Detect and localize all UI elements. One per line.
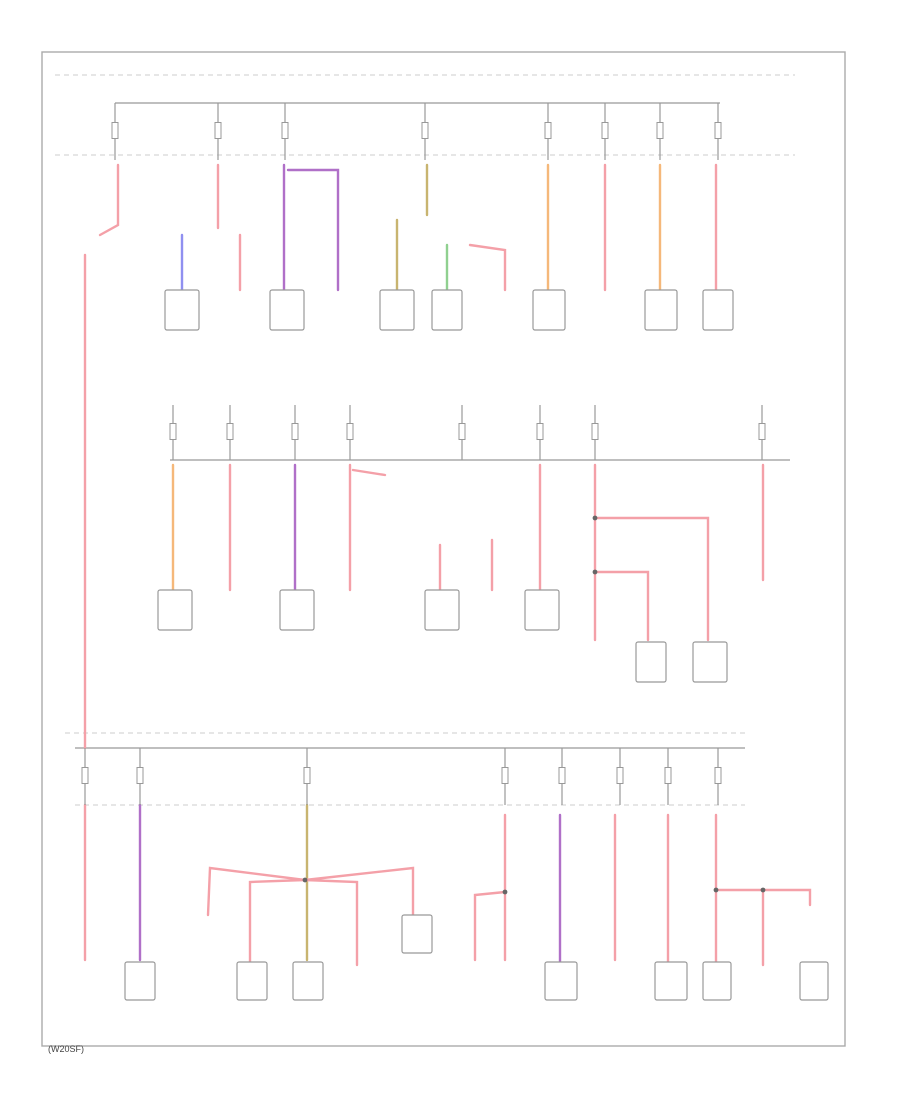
fuse-symbol [421,122,429,139]
bus-bars [55,74,795,806]
component-box [124,961,156,1001]
wiring-runs [83,163,812,967]
fuse-symbol [601,122,609,139]
wire-pink [468,243,507,292]
splice-dot [713,887,719,893]
component-box [379,289,415,331]
fuse-symbol [281,122,289,139]
component-box [702,289,734,331]
component-box [236,961,268,1001]
splice-points [302,515,766,895]
fuse-symbol [558,767,566,784]
fuse-symbol [136,767,144,784]
fuse-symbol [758,423,766,440]
splice-dot [592,515,598,521]
corner-label: (W20SF) [48,1044,84,1054]
component-box [544,961,578,1001]
splice-dot [760,887,766,893]
splice-dot [592,569,598,575]
fuse-symbol [226,423,234,440]
fuse-symbol [111,122,119,139]
fuse-symbol [544,122,552,139]
component-box [799,961,829,1001]
wire-pink [98,163,120,237]
splice-dot [502,889,508,895]
wire-pink [303,866,415,917]
wire-pink [206,866,307,917]
fuse-symbol [536,423,544,440]
fuse-symbol [714,122,722,139]
component-box [269,289,305,331]
fuse-symbol [169,423,177,440]
component-box [644,289,678,331]
component-box [279,589,315,631]
component-box [157,589,193,631]
component-boxes [124,289,829,1001]
wire-purple [286,168,340,292]
fuse-symbol [458,423,466,440]
fuse-blocks [81,103,766,805]
fuse-symbol [346,423,354,440]
component-box [692,641,728,683]
diagram-frame [41,51,846,1047]
fuse-symbol [714,767,722,784]
fuse-symbol [501,767,509,784]
component-box [164,289,200,331]
component-box [702,961,732,1001]
fuse-symbol [303,767,311,784]
fuse-symbol [291,423,299,440]
wire-pink [248,878,307,967]
fuse-symbol [591,423,599,440]
component-box [532,289,566,331]
component-box [431,289,463,331]
component-box [524,589,560,631]
component-box [635,641,667,683]
component-box [401,914,433,954]
fuse-symbol [656,122,664,139]
wire-pink [473,890,507,962]
wire-pink [351,468,387,477]
splice-dot [302,877,308,883]
fuse-symbol [616,767,624,784]
fuse-symbol [81,767,89,784]
wire-pink [593,570,650,642]
fuse-symbol [214,122,222,139]
component-box [292,961,324,1001]
component-box [654,961,688,1001]
wire-pink [303,878,359,967]
wire-pink [714,888,812,907]
fuse-symbol [664,767,672,784]
wire-pink [593,516,710,642]
component-box [424,589,460,631]
